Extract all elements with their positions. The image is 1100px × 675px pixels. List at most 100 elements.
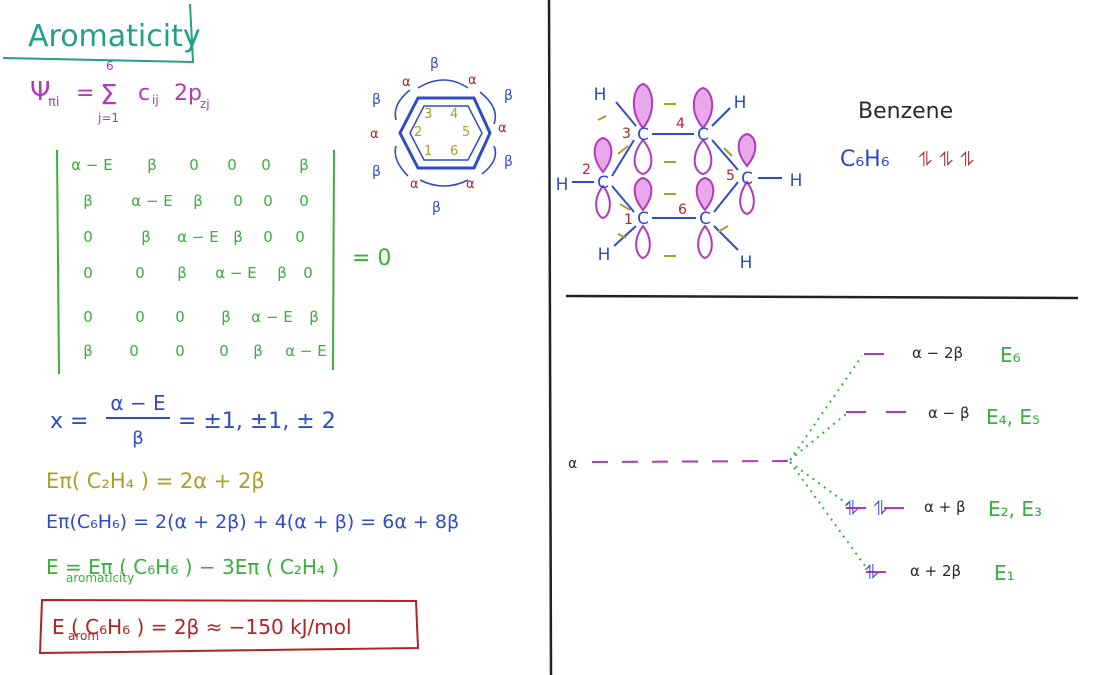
matrix-cell: β	[141, 228, 151, 246]
coupling-arrow	[479, 91, 497, 125]
mo-energy-label: α + 2β	[910, 562, 961, 580]
matrix-cell: β	[83, 192, 93, 210]
p-orbital-lobe	[635, 224, 651, 260]
psi-symbol: Ψ	[30, 77, 50, 107]
carbon-number: 2	[582, 162, 591, 178]
equals-sign: =	[76, 81, 94, 106]
alpha-reference-line	[591, 460, 791, 463]
mo-diagram: α ⥮ ⥮ ⥮ α − 2β α − β α + β α + 2β E₆ E₄,…	[568, 343, 1042, 585]
x-equation: x = α − E β = ±1, ±1, ± 2	[50, 391, 336, 449]
matrix-left-bar	[56, 149, 60, 375]
correlation-line	[789, 461, 869, 571]
hex-number: 2	[414, 125, 422, 140]
sigma-bond	[611, 139, 635, 177]
mo-energy-label: α − β	[928, 404, 970, 422]
hexagon-ring	[398, 96, 492, 170]
correlation-line	[789, 355, 863, 461]
hex-number: 1	[424, 144, 432, 159]
result-subscript: arom	[68, 629, 99, 643]
carbon-atom: C	[741, 169, 753, 189]
carbon-number: 1	[624, 212, 633, 228]
hydrogen-atom: H	[740, 253, 753, 273]
matrix-cell: 0	[129, 342, 139, 360]
matrix-cell: β	[277, 264, 287, 282]
hex-alpha: α	[402, 75, 411, 90]
matrix-cell: α − E	[71, 156, 112, 174]
x-denominator: β	[132, 428, 144, 449]
hydrogen-atom: H	[598, 245, 611, 265]
hex-alpha: α	[370, 127, 379, 142]
p-orbital-lobe	[693, 138, 713, 176]
matrix-cell: β	[177, 264, 187, 282]
benzene-name: Benzene	[858, 99, 953, 124]
hexagon-diagram: 1 2 3 4 5 6 α α α α α α β β β β β β	[370, 56, 513, 216]
benzene-energy: Eπ(C₆H₆) = 2(α + 2β) + 4(α + β) = 6α + 8…	[46, 511, 459, 533]
matrix: α − E β 0 0 0 β β α − E β 0 0 0 0 β α − …	[71, 156, 326, 360]
c-h-bond	[613, 225, 637, 247]
result-equation: E ( C₆H₆ ) = 2β ≈ −150 kJ/mol	[52, 615, 352, 639]
mo-level-name: E₂, E₃	[988, 497, 1042, 521]
hex-beta: β	[432, 200, 441, 216]
carbon-atom: C	[637, 209, 649, 229]
orbital: 2p	[174, 81, 202, 106]
coupling-arrow	[394, 89, 411, 121]
correlation-line	[789, 461, 851, 507]
hex-beta: β	[372, 92, 381, 108]
carbon-number: 4	[676, 116, 685, 132]
benzene-formula: C₆H₆	[840, 147, 890, 172]
mo-level-name: E₄, E₅	[986, 405, 1040, 429]
hex-alpha: α	[468, 73, 477, 88]
x-lhs: x =	[50, 409, 88, 434]
p-orbital-lobe	[737, 132, 757, 168]
title: Aromaticity	[28, 19, 201, 54]
hex-alpha: α	[410, 177, 419, 192]
matrix-cell: β	[221, 308, 231, 326]
mo-energy-label: α + β	[924, 498, 966, 516]
matrix-cell: 0	[263, 192, 273, 210]
matrix-cell: α − E	[285, 342, 326, 360]
coupling-arrow	[417, 79, 469, 89]
carbon-atom: C	[597, 173, 609, 193]
sigma-bond	[611, 185, 635, 213]
matrix-cell: 0	[83, 264, 93, 282]
mo-level-name: E₁	[994, 561, 1015, 585]
x-numerator: α − E	[110, 391, 165, 415]
p-orbital-lobe	[593, 136, 613, 174]
horizontal-divider	[565, 294, 1079, 300]
matrix-cell: β	[83, 342, 93, 360]
carbon-number: 3	[622, 126, 631, 142]
aromaticity-result: E ( C₆H₆ ) = 2β ≈ −150 kJ/mol arom	[52, 615, 352, 643]
benzene-electrons: ⥮ ⥮ ⥮	[918, 147, 975, 171]
hex-number: 6	[450, 144, 458, 159]
matrix-cell: 0	[83, 228, 93, 246]
orbital-subscript: zj	[200, 97, 210, 111]
coefficient: c	[138, 81, 150, 106]
mo-electrons-e1: ⥮	[864, 560, 879, 584]
matrix-cell: 0	[83, 308, 93, 326]
aromaticity-equation: E = Eπ ( C₆H₆ ) − 3Eπ ( C₂H₄ )	[46, 555, 339, 579]
pi-overlap-dash	[597, 115, 607, 121]
carbon-number: 5	[726, 168, 735, 184]
sum-lower: j=1	[97, 111, 119, 125]
aromaticity-definition: E = Eπ ( C₆H₆ ) − 3Eπ ( C₂H₄ ) aromatici…	[46, 555, 339, 585]
hex-alpha: α	[466, 177, 475, 192]
pi-overlap-dash	[619, 203, 631, 211]
pi-overlap-dash	[617, 145, 629, 155]
matrix-cell: α − E	[131, 192, 172, 210]
matrix-cell: β	[299, 156, 309, 174]
sigma-bond	[711, 139, 739, 171]
matrix-cell: α − E	[177, 228, 218, 246]
sum-upper: 6	[106, 59, 114, 73]
sigma-bond	[713, 181, 739, 213]
coupling-arrow	[419, 179, 469, 187]
matrix-equals-zero: = 0	[352, 246, 391, 271]
hydrogen-atom: H	[734, 93, 747, 113]
p-orbital-lobe	[595, 184, 611, 220]
hydrogen-atom: H	[556, 175, 569, 195]
ethylene-energy: Eπ( C₂H₄ ) = 2α + 2β	[46, 469, 265, 493]
psi-subscript: πi	[48, 95, 59, 110]
matrix-cell: 0	[135, 308, 145, 326]
matrix-cell: 0	[227, 156, 237, 174]
pi-overlap-dash	[723, 147, 733, 157]
